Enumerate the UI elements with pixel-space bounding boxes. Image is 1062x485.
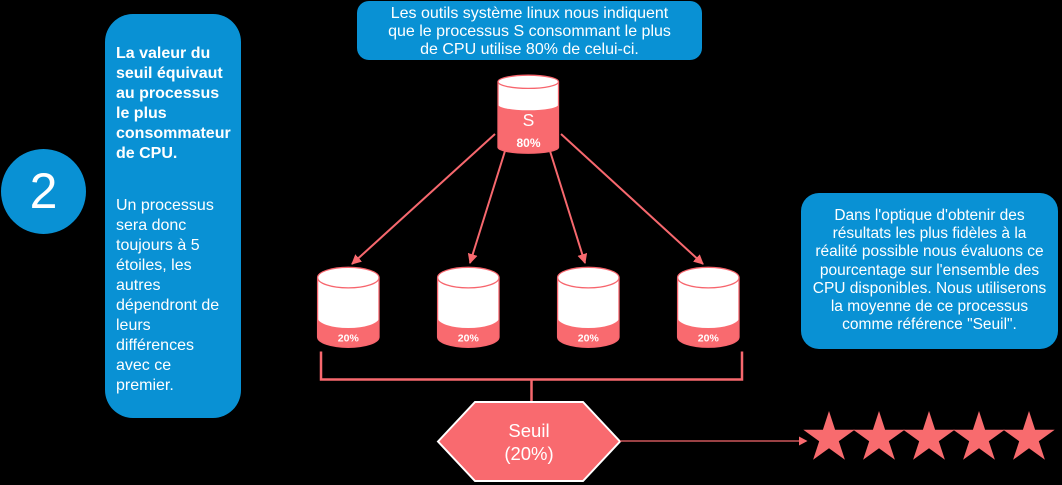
svg-text:20%: 20% <box>578 333 600 345</box>
svg-text:Seuil: Seuil <box>508 420 549 441</box>
svg-text:(20%): (20%) <box>504 443 553 464</box>
svg-text:S: S <box>523 110 535 130</box>
svg-text:20%: 20% <box>458 333 480 345</box>
svg-text:20%: 20% <box>338 333 360 345</box>
svg-text:80%: 80% <box>516 136 540 150</box>
svg-text:20%: 20% <box>698 333 720 345</box>
